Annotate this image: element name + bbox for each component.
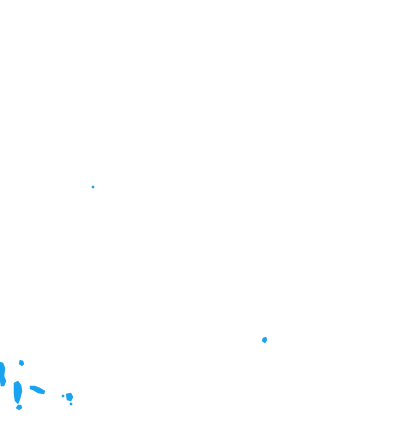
island [65, 392, 74, 402]
islet [261, 336, 268, 344]
islet [61, 394, 65, 398]
islet [91, 185, 95, 189]
islet [69, 402, 73, 406]
island [29, 385, 46, 395]
island [0, 361, 7, 387]
island-group [13, 359, 25, 411]
